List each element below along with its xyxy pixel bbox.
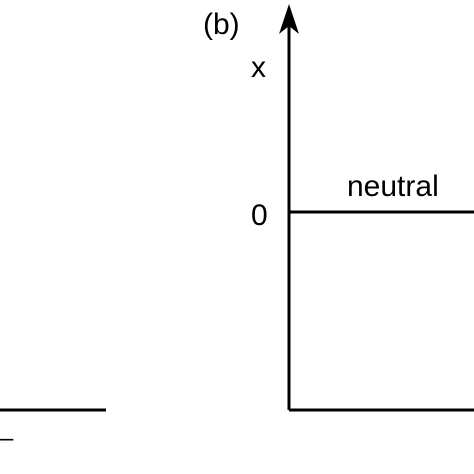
y-tick-zero: 0: [251, 199, 268, 232]
y-axis-arrowhead: [279, 4, 299, 34]
panel-label: (b): [203, 8, 240, 41]
y-axis-label: x: [251, 51, 266, 84]
neutral-line-label: neutral: [347, 170, 439, 203]
left-panel-fragment-label: –: [0, 425, 14, 452]
